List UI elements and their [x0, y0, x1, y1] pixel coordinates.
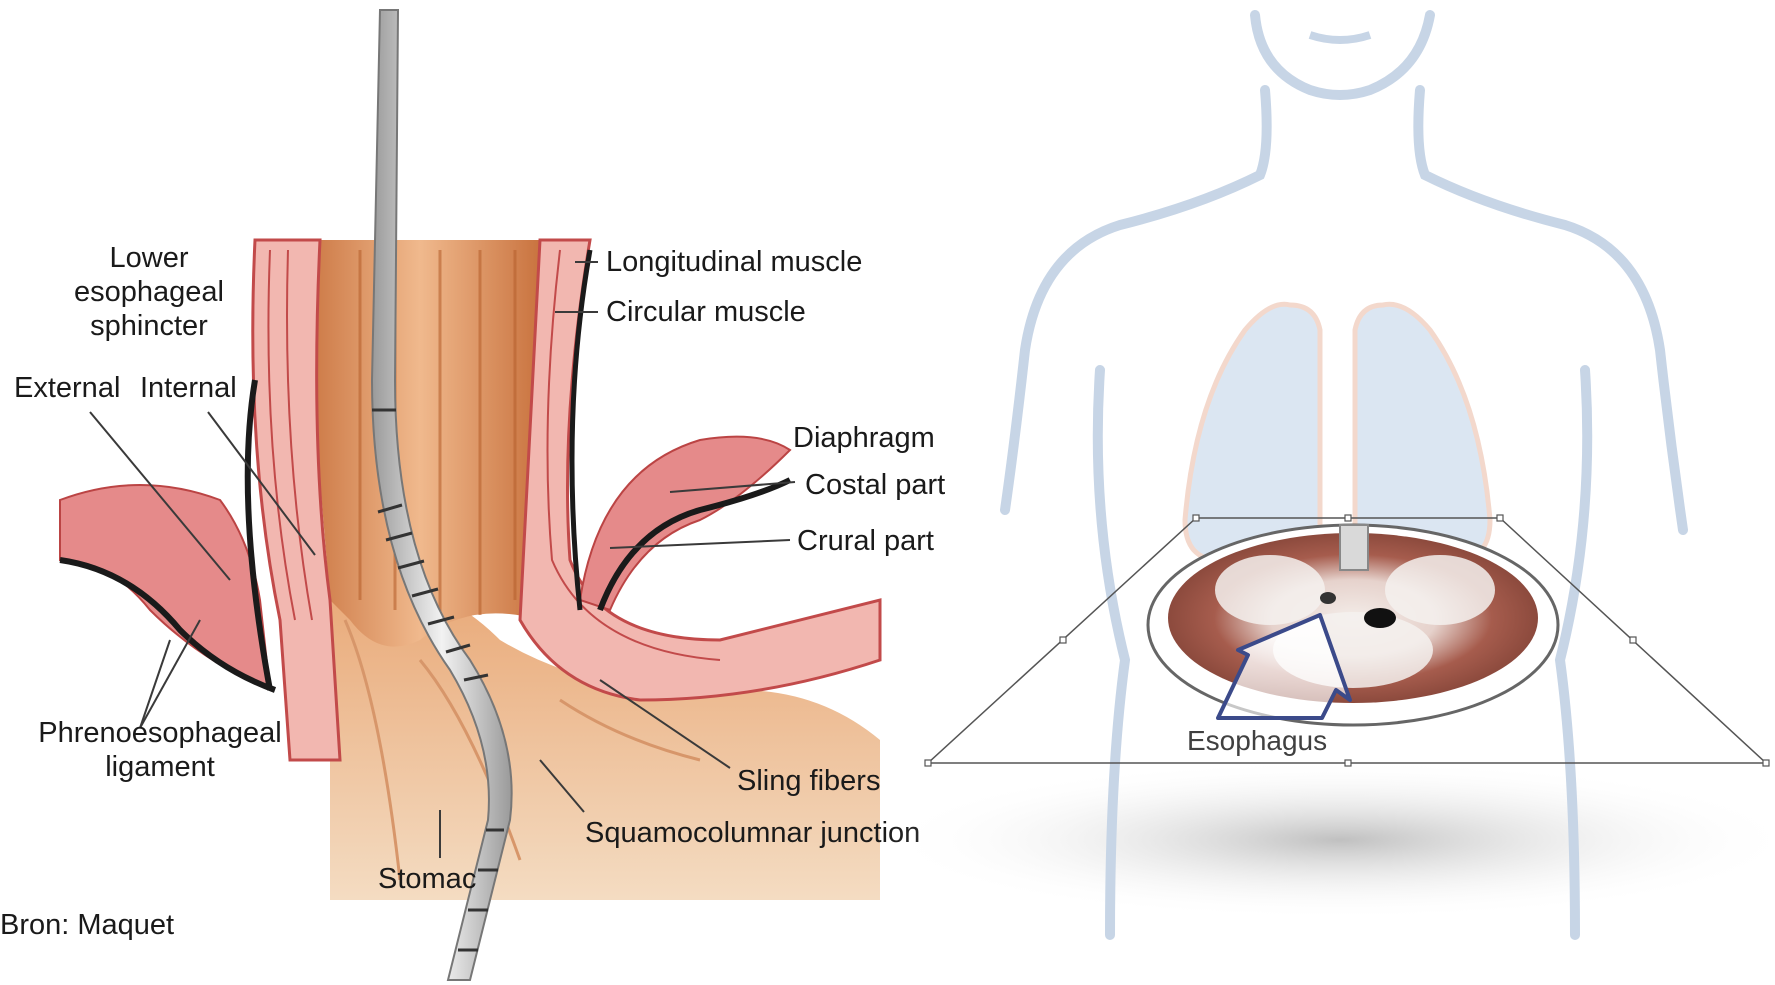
sling-fibers-label: Sling fibers	[737, 765, 880, 797]
aorta-stub	[1340, 525, 1368, 570]
central-tendon-left	[1215, 555, 1325, 625]
lower-sphincter-label-line1: Lower	[110, 242, 189, 274]
esophageal-hiatus	[1320, 592, 1336, 604]
source-caption: Bron: Maquet	[0, 909, 174, 941]
body-diagram: Esophagus	[880, 15, 1775, 935]
lower-sphincter-label-line3: sphincter	[90, 310, 208, 342]
anatomy-illustration: Lower esophageal sphincter External Inte…	[0, 10, 945, 980]
internal-label: Internal	[140, 372, 237, 404]
circular-muscle-label: Circular muscle	[606, 296, 806, 328]
phreno-label-line1: Phrenoesophageal	[38, 717, 281, 749]
right-lung	[1355, 304, 1490, 560]
left-diaphragm-muscle	[60, 485, 270, 690]
crural-part-label: Crural part	[797, 525, 934, 557]
esophagus-label: Esophagus	[1187, 725, 1327, 756]
costal-part-label: Costal part	[805, 469, 945, 501]
external-label: External	[14, 372, 120, 404]
ground-shadow	[880, 760, 1775, 920]
stomach-label: Stomac	[378, 863, 476, 895]
chin-line	[1310, 35, 1370, 40]
squamocolumnar-junction-label: Squamocolumnar junction	[585, 817, 920, 849]
diaphragm-label: Diaphragm	[793, 422, 935, 454]
lower-sphincter-label-line2: esophageal	[74, 276, 224, 308]
central-tendon-right	[1385, 555, 1495, 625]
longitudinal-muscle-label: Longitudinal muscle	[606, 246, 862, 278]
phreno-label-line2: ligament	[105, 751, 215, 783]
vena-cava-opening	[1364, 608, 1396, 628]
left-lung	[1185, 304, 1320, 560]
